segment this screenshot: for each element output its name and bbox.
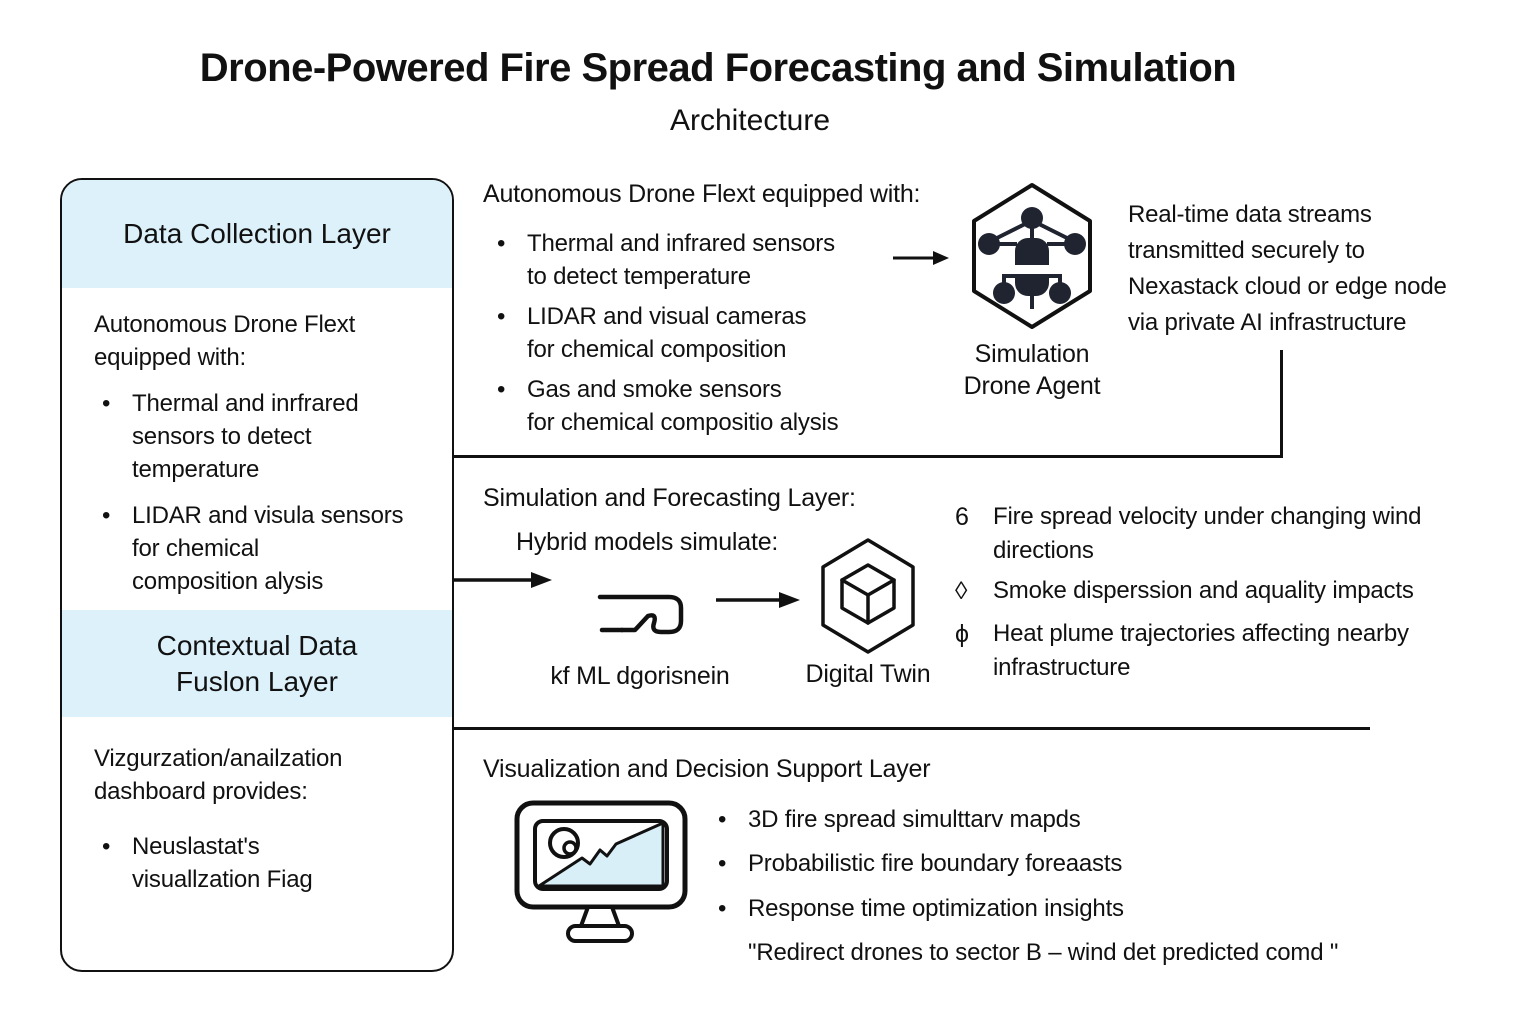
arrow-right-icon [716,588,800,612]
list-item-text: Response time optimization insights [748,895,1124,922]
ml-caption: kf ML dgorisnein [550,662,730,690]
list-item-text: Thermal and infrared sensors to detect t… [527,230,835,290]
connector-line [452,350,1283,458]
list-item: ϕ Heat plume trajectories affecting near… [955,617,1525,685]
list-item: • Response time optimization insights [718,892,1418,925]
decision-quote: "Redirect drones to sector B – wind det … [748,939,1339,966]
list-item: 6 Fire spread velocity under changing wi… [955,500,1525,568]
list-item-text: 3D fire spread simulttarv mapds [748,806,1081,833]
list-item: • Thermal and inrfrared sensors to detec… [102,387,432,486]
data-collection-layer-header: Data Collection Layer [62,180,452,288]
page-title: Drone-Powered Fire Spread Forecasting an… [199,46,1237,90]
bullet-icon: • [718,850,727,877]
digital-twin-caption: Digital Twin [805,660,931,688]
list-item: • Gas and smoke sensors for chemical com… [497,373,917,439]
bullet-icon: • [102,833,111,860]
list-item: • Neuslastat's visuallzation Fiag [102,830,432,896]
simulation-drone-agent-icon [963,180,1101,332]
list-item: ◊ Smoke disperssion and aquality impacts [955,574,1525,608]
collection-heading: Autonomous Drone Flext equipped with: [483,180,921,208]
list-item: • Probabilistic fire boundary foreaasts [718,847,1418,880]
drone-caption: Simulation Drone Agent [963,340,1101,400]
simulation-heading: Simulation and Forecasting Layer: [483,484,856,512]
data-collection-layer-title: Data Collection Layer [123,218,391,249]
bullet-icon: • [102,502,111,529]
data-collection-intro: Autonomous Drone Flext equipped with: [94,311,356,371]
list-item-text: Fire spread velocity under changing wind… [993,503,1422,564]
simulation-subheading: Hybrid models simulate: [516,528,779,556]
list-item-text: LIDAR and visual cameras for chemical co… [527,303,807,363]
visualization-heading: Visualization and Decision Support Layer [483,755,931,783]
wind-glyph-icon: 6 [955,503,969,531]
stream-note: Real-time data streams transmitted secur… [1128,201,1447,336]
droplet-glyph-icon: ◊ [955,577,968,605]
list-item: • Thermal and infrared sensors to detect… [497,227,897,293]
layer-stack-panel: Data Collection Layer Autonomous Drone F… [60,178,454,972]
contextual-fusion-layer-header: Contextual Data Fuslon Layer [62,610,452,717]
arrow-right-icon [893,248,949,268]
dashboard-monitor-icon [512,798,690,948]
contextual-fusion-layer-title: Contextual Data Fuslon Layer [156,629,358,697]
list-item-text: Thermal and inrfrared sensors to detect … [132,390,359,483]
list-item: • 3D fire spread simulttarv mapds [718,803,1418,836]
page-subtitle: Architecture [669,104,831,137]
list-item-text: Heat plume trajectories affecting nearby… [993,620,1409,681]
bullet-icon: • [497,230,506,257]
list-item-text: Gas and smoke sensors for chemical compo… [527,376,839,436]
digital-twin-icon [813,535,923,657]
bullet-icon: • [497,376,506,403]
list-item-text: Neuslastat's visuallzation Fiag [132,833,313,893]
arrow-right-icon [452,568,552,592]
list-item-text: Probabilistic fire boundary foreaasts [748,850,1123,877]
fusion-intro: Vizgurzation/anailzation dashboard provi… [94,745,343,805]
list-item: • LIDAR and visual cameras for chemical … [497,300,897,366]
bullet-icon: • [718,806,727,833]
layer-divider-line [452,727,1370,730]
list-item-text: LIDAR and visula sensors for chemical co… [132,502,404,595]
bullet-icon: • [102,390,111,417]
ml-algorithm-icon [592,584,692,646]
bullet-icon: • [497,303,506,330]
list-item: • LIDAR and visula sensors for chemical … [102,499,442,598]
bullet-icon: • [718,895,727,922]
list-item-text: Smoke disperssion and aquality impacts [993,577,1414,604]
plume-glyph-icon: ϕ [955,620,970,648]
